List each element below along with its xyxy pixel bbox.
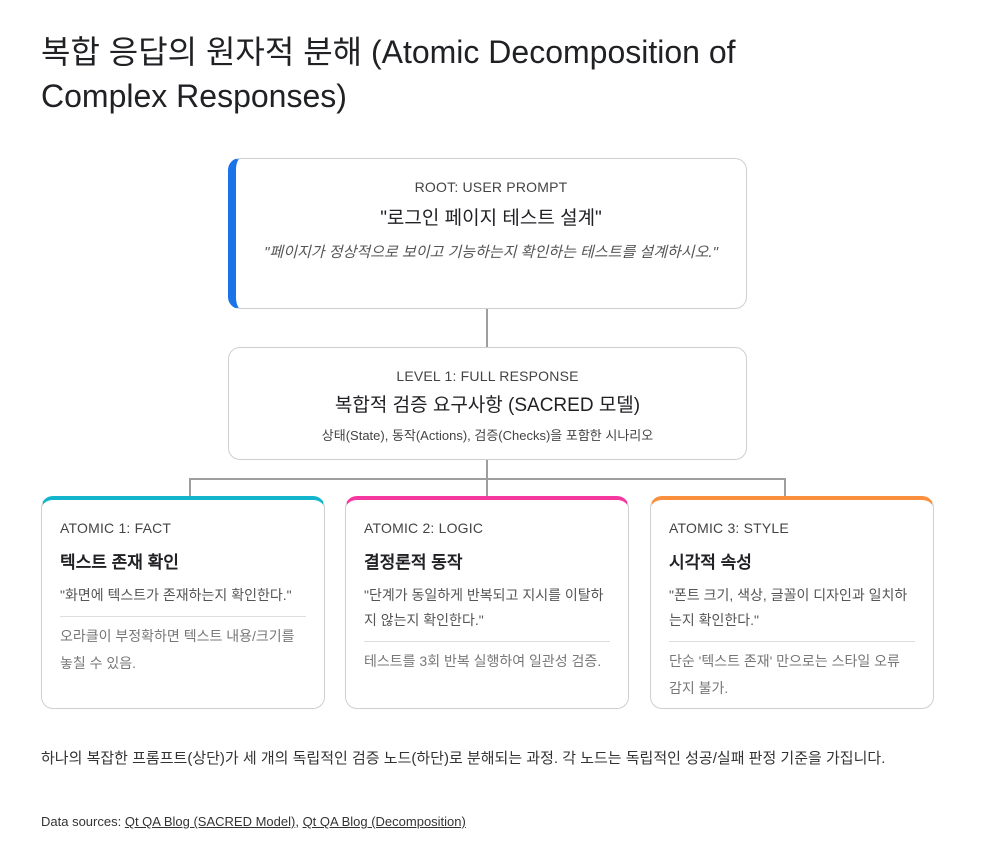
connector: [486, 478, 488, 496]
level1-title: 복합적 검증 요구사항 (SACRED 모델): [334, 395, 641, 416]
connector: [189, 478, 191, 496]
source-link-sacred[interactable]: Qt QA Blog (SACRED Model): [124, 814, 296, 829]
atomic-quote: "단계가 동일하게 반복되고 지시를 이탈하지 않는지 확인한다.": [364, 583, 610, 642]
source-link-decomposition[interactable]: Qt QA Blog (Decomposition): [302, 814, 466, 829]
level1-node: LEVEL 1: FULL RESPONSE 복합적 검증 요구사항 (SACR…: [228, 347, 747, 460]
atomic-node-style: ATOMIC 3: STYLE 시각적 속성 "폰트 크기, 색상, 글꼴이 디…: [650, 496, 934, 709]
data-sources: Data sources: Qt QA Blog (SACRED Model),…: [41, 814, 466, 829]
atomic-title: 시각적 속성: [669, 553, 752, 572]
root-title: "로그인 페이지 테스트 설계": [380, 208, 602, 229]
connector: [486, 460, 488, 479]
root-quote: "페이지가 정상적으로 보이고 기능하는지 확인하는 테스트를 설계하시오.": [264, 244, 718, 261]
connector: [784, 478, 786, 496]
level1-label: LEVEL 1: FULL RESPONSE: [396, 368, 579, 384]
atomic-note: 테스트를 3회 반복 실행하여 일관성 검증.: [364, 653, 602, 669]
root-node: ROOT: USER PROMPT "로그인 페이지 테스트 설계" "페이지가…: [228, 158, 747, 309]
atomic-note: 오라클이 부정확하면 텍스트 내용/크기를 놓칠 수 있음.: [60, 628, 295, 671]
root-label: ROOT: USER PROMPT: [414, 179, 568, 195]
atomic-title: 결정론적 동작: [364, 553, 463, 572]
atomic-node-fact: ATOMIC 1: FACT 텍스트 존재 확인 "화면에 텍스트가 존재하는지…: [41, 496, 325, 709]
atomic-title: 텍스트 존재 확인: [60, 553, 179, 572]
page-title: 복합 응답의 원자적 분해 (Atomic Decomposition of C…: [41, 34, 736, 114]
atomic-note: 단순 '텍스트 존재' 만으로는 스타일 오류 감지 불가.: [669, 653, 900, 696]
caption: 하나의 복잡한 프롬프트(상단)가 세 개의 독립적인 검증 노드(하단)로 분…: [41, 750, 886, 767]
atomic-label: ATOMIC 1: FACT: [60, 520, 172, 536]
atomic-node-logic: ATOMIC 2: LOGIC 결정론적 동작 "단계가 동일하게 반복되고 지…: [345, 496, 629, 709]
atomic-quote: "폰트 크기, 색상, 글꼴이 디자인과 일치하는지 확인한다.": [669, 583, 915, 642]
atomic-quote: "화면에 텍스트가 존재하는지 확인한다.": [60, 583, 306, 617]
sources-label: Data sources:: [41, 814, 122, 829]
connector: [486, 309, 488, 347]
atomic-label: ATOMIC 3: STYLE: [669, 520, 789, 536]
atomic-label: ATOMIC 2: LOGIC: [364, 520, 484, 536]
level1-subtitle: 상태(State), 동작(Actions), 검증(Checks)을 포함한 …: [321, 428, 654, 443]
